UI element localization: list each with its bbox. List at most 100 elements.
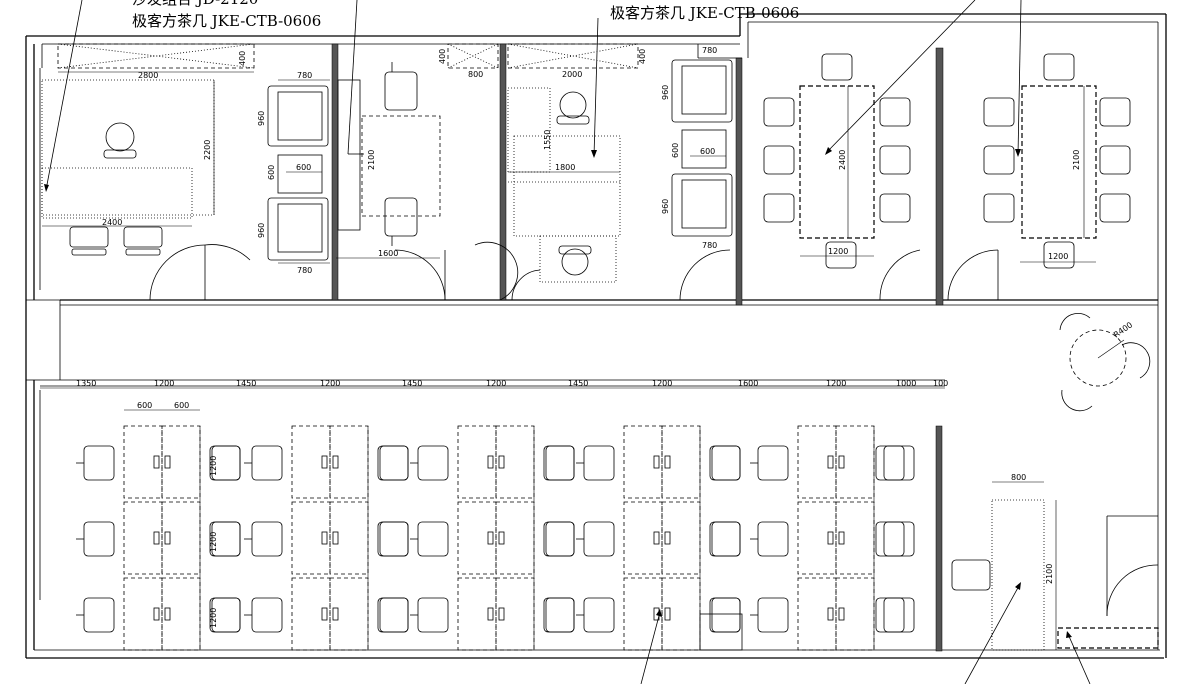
- open-office-dims: 1350 1200 1450 1200 1450 1200 1450 1200 …: [40, 379, 948, 411]
- chair-icon: [583, 597, 615, 633]
- monitor: [498, 455, 505, 469]
- chair-icon: [763, 53, 911, 269]
- dim-lounge2-mid-h: 600: [671, 143, 680, 158]
- desk: [329, 501, 369, 575]
- dim-desk-w1: 600: [137, 401, 152, 410]
- desk: [797, 577, 837, 651]
- lounge-2: 780 960 600 600 960 780: [661, 46, 733, 250]
- desk: [161, 577, 201, 651]
- dim-lounge2-h2: 960: [661, 199, 670, 214]
- desk: [835, 577, 875, 651]
- desk: [329, 425, 369, 499]
- chair-icon: [543, 597, 575, 633]
- dim-shelf-depth: 400: [438, 49, 447, 64]
- monitor: [487, 607, 494, 621]
- room2-table: 1600 2100: [336, 62, 441, 259]
- chair-icon: [379, 597, 409, 633]
- pantry: 800 2100: [699, 473, 1159, 651]
- dim-table1-w: 1600: [378, 249, 398, 258]
- desk: [797, 425, 837, 499]
- monitor: [487, 455, 494, 469]
- chair-icon: [875, 445, 905, 481]
- chair-icon: [377, 445, 409, 481]
- desk: [457, 425, 497, 499]
- monitor: [664, 455, 671, 469]
- chair-icon: [558, 245, 592, 276]
- monitor: [827, 455, 834, 469]
- monitor: [321, 455, 328, 469]
- round-table: R400: [1059, 312, 1151, 412]
- monitor: [838, 455, 845, 469]
- desk: [457, 577, 497, 651]
- dim-row-3: 1200: [320, 379, 340, 388]
- chair-icon: [417, 445, 449, 481]
- desk: [661, 577, 701, 651]
- monitor: [321, 607, 328, 621]
- dim-desk-w2: 600: [174, 401, 189, 410]
- monitor: [653, 455, 660, 469]
- chair-icon: [417, 597, 449, 633]
- chair-icon: [875, 521, 905, 557]
- dim-office2-desk: 1800: [555, 163, 575, 172]
- dim-meeting2-w: 1200: [1048, 252, 1068, 261]
- desk: [623, 425, 663, 499]
- dim-lounge-bottom: 780: [297, 266, 312, 275]
- chair-icon: [417, 521, 449, 557]
- chair-icon: [883, 521, 915, 557]
- meeting-room-1: 2400 1200: [763, 53, 911, 269]
- dim-shelf-w: 800: [468, 70, 483, 79]
- dim-meeting2-h: 2100: [1072, 150, 1081, 170]
- dim-row-8: 1600: [738, 379, 758, 388]
- desk: [291, 501, 331, 575]
- desk: [291, 577, 331, 651]
- chair-icon: [951, 559, 991, 591]
- dim-lounge2-mid: 600: [700, 147, 715, 156]
- dim-table1-h: 2100: [367, 150, 376, 170]
- dim-row-6: 1450: [568, 379, 588, 388]
- chair-icon: [211, 597, 241, 633]
- chair-icon: [543, 445, 575, 481]
- desk: [291, 425, 331, 499]
- desk: [797, 501, 837, 575]
- chair-icon: [545, 445, 575, 481]
- chair-icon: [83, 445, 115, 481]
- monitor: [664, 531, 671, 545]
- chair-icon: [711, 445, 741, 481]
- dim-office1-h: 2200: [203, 140, 212, 160]
- chair-icon: [384, 62, 418, 111]
- desk: [457, 501, 497, 575]
- monitor: [498, 607, 505, 621]
- chair-icon: [709, 521, 741, 557]
- dim-office2-depth: 400: [638, 49, 647, 64]
- chair-icon: [384, 197, 418, 246]
- desk: [661, 501, 701, 575]
- desk: [661, 425, 701, 499]
- dim-row-11: 100: [933, 379, 948, 388]
- dim-row-5: 1200: [486, 379, 506, 388]
- chair-icon: [543, 521, 575, 557]
- desk: [495, 577, 535, 651]
- dim-lounge-h1: 960: [257, 111, 266, 126]
- dim-lounge2-h1: 960: [661, 85, 670, 100]
- lounge-1: 780 960 600 600 960 780: [257, 71, 330, 275]
- partitions: [331, 22, 944, 652]
- desk: [495, 501, 535, 575]
- chair-icon: [251, 597, 283, 633]
- doors: [149, 241, 1159, 617]
- monitor: [827, 531, 834, 545]
- desk: [835, 425, 875, 499]
- monitor: [332, 531, 339, 545]
- monitor: [164, 455, 171, 469]
- dim-round-r: R400: [1112, 320, 1134, 339]
- monitor: [153, 607, 160, 621]
- chair-icon: [211, 521, 241, 557]
- dim-lounge-h2: 960: [257, 223, 266, 238]
- office-row-wall: [40, 299, 1158, 387]
- chair-icon: [545, 521, 575, 557]
- dim-row-4: 1450: [402, 379, 422, 388]
- monitor: [664, 607, 671, 621]
- chair-icon: [875, 597, 905, 633]
- desk: [161, 425, 201, 499]
- desk: [495, 425, 535, 499]
- chair-icon: [709, 445, 741, 481]
